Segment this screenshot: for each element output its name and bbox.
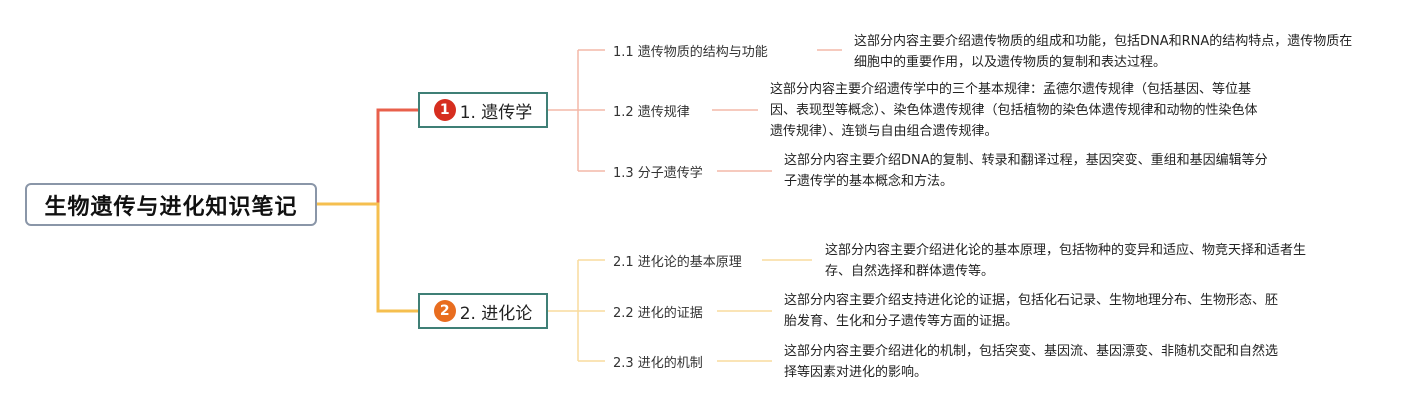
number-badge-icon: 2 — [433, 300, 456, 322]
branch-node-evolution[interactable]: 2 2. 进化论 — [418, 293, 548, 329]
topic-1-1-description: 这部分内容主要介绍遗传物质的组成和功能，包括DNA和RNA的结构特点，遗传物质在… — [854, 34, 1353, 70]
branch-label: 1. 遗传学 — [459, 102, 533, 123]
connector-branch1-topics — [548, 49, 605, 172]
topic-2-1-description: 这部分内容主要介绍进化论的基本原理，包括物种的变异和适应、物竞天择和适者生存、自… — [825, 243, 1307, 279]
topic-1-3-description: 这部分内容主要介绍DNA的复制、转录和翻译过程，基因突变、重组和基因编辑等分子遗… — [784, 153, 1268, 189]
topic-1-2[interactable]: 1.2 遗传规律 — [613, 105, 690, 120]
root-node[interactable]: 生物遗传与进化知识笔记 — [25, 183, 317, 226]
connector-root-branch1 — [317, 108, 418, 206]
topic-2-3[interactable]: 2.3 进化的机制 — [613, 356, 703, 371]
topic-1-2-description: 这部分内容主要介绍遗传学中的三个基本规律：孟德尔遗传规律（包括基因、等位基因、表… — [770, 82, 1258, 139]
topic-2-3-description: 这部分内容主要介绍进化的机制，包括突变、基因流、基因漂变、非随机交配和自然选择等… — [784, 344, 1279, 380]
topic-2-2-description: 这部分内容主要介绍支持进化论的证据，包括化石记录、生物地理分布、生物形态、胚胎发… — [784, 293, 1279, 329]
topic-1-3[interactable]: 1.3 分子遗传学 — [613, 166, 703, 181]
connector-branch2-topics — [548, 259, 605, 362]
branch-label: 2. 进化论 — [459, 303, 533, 324]
connector-root-branch2 — [317, 202, 418, 313]
topic-1-1[interactable]: 1.1 遗传物质的结构与功能 — [613, 45, 768, 60]
topic-2-2[interactable]: 2.2 进化的证据 — [613, 306, 703, 321]
root-title: 生物遗传与进化知识笔记 — [44, 194, 298, 220]
topic-2-1[interactable]: 2.1 进化论的基本原理 — [613, 255, 742, 270]
number-badge-icon: 1 — [433, 99, 456, 121]
branch-node-genetics[interactable]: 1 1. 遗传学 — [418, 92, 548, 128]
